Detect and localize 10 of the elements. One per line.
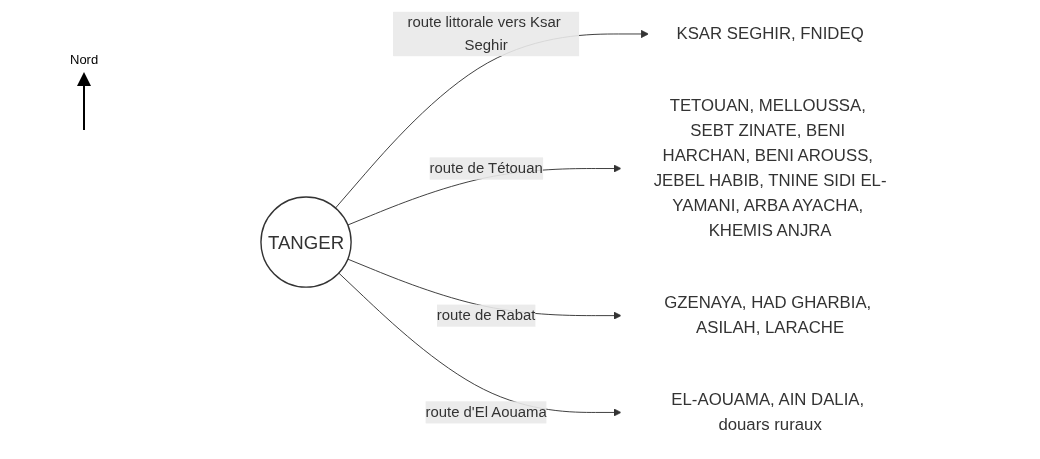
edge-label: route de Rabat bbox=[436, 307, 536, 324]
node-text: KSAR SEGHIR, FNIDEQ bbox=[676, 24, 864, 43]
north-label: Nord bbox=[70, 52, 99, 67]
edge-label: route de Tétouan bbox=[429, 160, 543, 176]
node-circle: TANGER bbox=[260, 196, 352, 288]
edge-label: route littorale vers Ksar Seghir bbox=[407, 14, 561, 53]
edge-label: route d'El Aouama bbox=[425, 404, 547, 420]
node-text: GZENAYA, HAD GHARBIA, ASILAH, LARACHE bbox=[664, 293, 872, 338]
node-text: EL-AOUAMA, AIN DALIA, douars ruraux bbox=[671, 390, 865, 434]
node-text: TETOUAN, MELLOUSSA, SEBT ZINATE, BENI HARCHAN, BENI AROUSS, JEBEL HABIB, TNINE SIDI EL-YAMANI, ARBA AYACHA, KHEMIS ANJRA bbox=[653, 95, 887, 241]
